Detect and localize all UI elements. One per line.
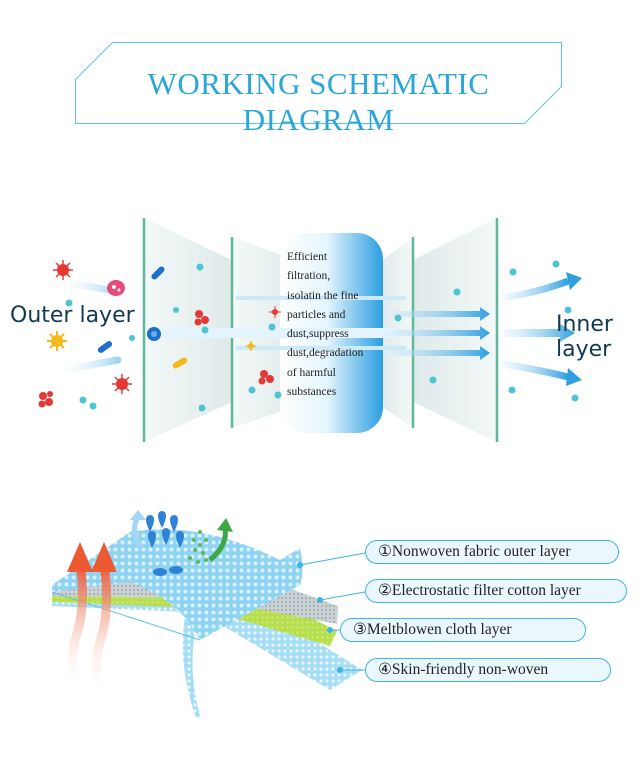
layer-edge	[51, 591, 201, 641]
inner-layer-label: Inner layer	[556, 312, 613, 362]
outgoing-arrowhead	[566, 272, 582, 290]
incoming-flow-arrow	[51, 356, 122, 376]
blue-cell-icon	[147, 327, 161, 341]
red-cluster-icon	[194, 310, 209, 326]
yellow-virus-icon	[47, 331, 67, 351]
air-particle-dots	[65, 260, 579, 412]
outgoing-arrowhead	[566, 368, 582, 386]
outer-layer-label: Outer layer	[10, 303, 135, 328]
flow-arrow	[384, 307, 490, 321]
water-drops-icon	[146, 511, 184, 576]
layer-label-3: ③Meltblowen cloth layer	[340, 618, 586, 642]
layer-label-4: ④Skin-friendly non-woven	[365, 658, 611, 682]
flow-beam	[236, 296, 406, 300]
outgoing-flow-arrow	[501, 277, 570, 302]
pink-bacteria-icon	[107, 280, 125, 296]
flow-beam	[150, 328, 400, 338]
blue-bacillus-icon	[151, 266, 165, 280]
flow-beam	[236, 346, 406, 350]
blue-bacillus-icon	[97, 341, 113, 353]
red-virus-icon	[112, 374, 132, 394]
filtration-description: Efficient filtration, isolatin the fine …	[287, 251, 364, 399]
red-cluster-icon	[258, 370, 274, 385]
leader-line-1	[299, 552, 366, 566]
flow-arrow	[384, 346, 490, 360]
nonwoven-outer-layer	[52, 529, 303, 640]
heat-rising-arrows-icon	[67, 542, 117, 697]
green-particles-icon	[188, 530, 208, 564]
outgoing-flow-arrow	[503, 324, 575, 342]
red-virus-icon	[269, 306, 281, 318]
outgoing-flow-arrow	[501, 360, 569, 381]
red-virus-icon	[53, 260, 73, 280]
yellow-virus-icon	[246, 341, 256, 351]
flow-arrow	[384, 326, 490, 340]
leader-line-2	[319, 591, 366, 601]
page-title: WORKING SCHEMATIC DIAGRAM	[147, 66, 490, 137]
red-cluster-icon	[38, 391, 53, 408]
layer-label-1: ①Nonwoven fabric outer layer	[365, 540, 619, 564]
layer-label-2: ②Electrostatic filter cotton layer	[365, 579, 627, 603]
yellow-bacillus-icon	[172, 357, 188, 369]
